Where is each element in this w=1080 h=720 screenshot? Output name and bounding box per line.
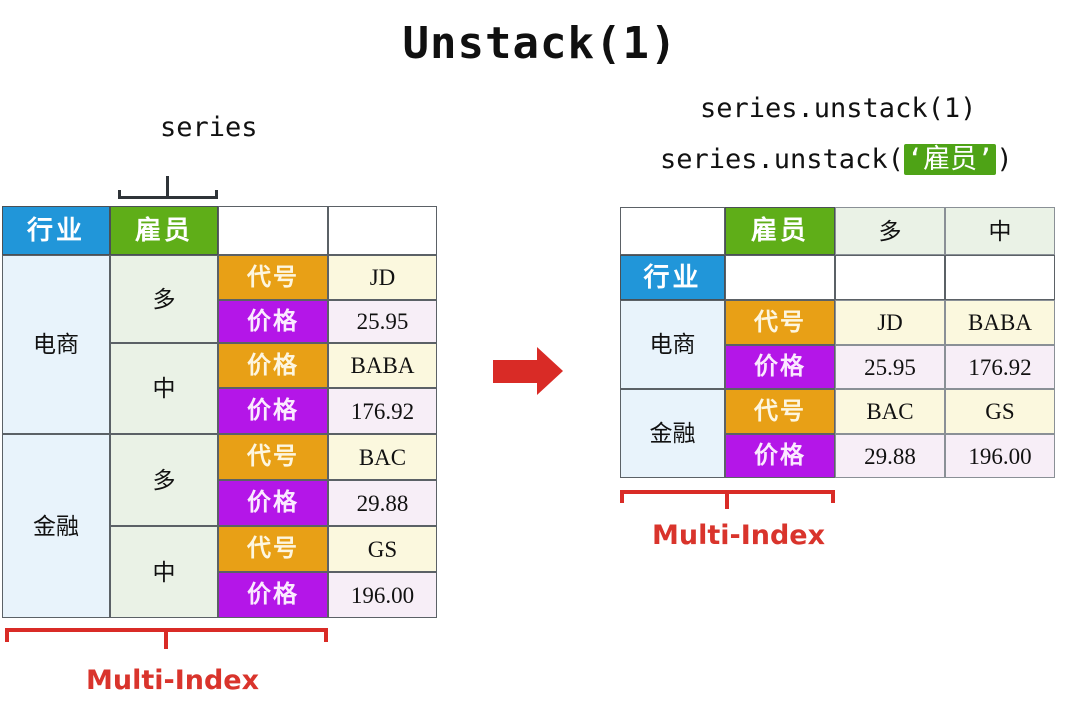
- left-row-value-1: 25.95: [328, 300, 437, 343]
- left-row-label-5: 价格: [218, 480, 328, 526]
- code-line-unstack-index: series.unstack(1): [700, 93, 977, 124]
- left-header-employee: 雇员: [110, 206, 218, 255]
- left-header-blank-1: [218, 206, 328, 255]
- left-row-label-7: 价格: [218, 572, 328, 618]
- right-colheader-value-1: 中: [945, 207, 1055, 255]
- left-row-value-7: 196.00: [328, 572, 437, 618]
- right-industry-cell-0: 电商: [620, 300, 725, 389]
- left-header-industry: 行业: [2, 206, 110, 255]
- series-caption: series: [160, 112, 258, 143]
- right-row-label-1-1: 价格: [725, 434, 835, 478]
- left-row-value-2: BABA: [328, 343, 437, 388]
- right-cell-1-1-0: 29.88: [835, 434, 945, 478]
- left-row-label-0: 代号: [218, 255, 328, 300]
- left-industry-cell-0: 电商: [2, 255, 110, 434]
- right-rowheader-blank-0: [725, 255, 835, 300]
- right-cell-0-0-0: JD: [835, 300, 945, 345]
- right-row-label-0-1: 价格: [725, 345, 835, 389]
- left-row-label-6: 代号: [218, 526, 328, 572]
- multi-index-label-right: Multi-Index: [652, 520, 826, 551]
- right-row-label-1-0: 代号: [725, 389, 835, 434]
- multi-index-label-left: Multi-Index: [86, 665, 260, 696]
- code-prefix: series.unstack(: [660, 144, 904, 175]
- right-cell-1-1-1: 196.00: [945, 434, 1055, 478]
- arrow-head: [537, 347, 563, 395]
- code-arg-highlight: ‘雇员’: [903, 144, 997, 175]
- arrow-shaft: [493, 360, 541, 383]
- left-employee-cell-0-1: 中: [110, 343, 218, 434]
- left-row-value-3: 176.92: [328, 388, 437, 434]
- code-suffix: ): [996, 144, 1013, 175]
- left-row-label-2: 价格: [218, 343, 328, 388]
- right-rowheader-blank-2: [945, 255, 1055, 300]
- code-line-unstack-name: series.unstack(‘雇员’): [660, 137, 1013, 176]
- right-row-label-0-0: 代号: [725, 300, 835, 345]
- right-industry-cell-1: 金融: [620, 389, 725, 478]
- left-employee-cell-0-0: 多: [110, 255, 218, 343]
- left-row-value-5: 29.88: [328, 480, 437, 526]
- right-corner-cell: [620, 207, 725, 255]
- left-industry-cell-1: 金融: [2, 434, 110, 618]
- left-row-label-1: 价格: [218, 300, 328, 343]
- right-rowheader-blank-1: [835, 255, 945, 300]
- right-rowheader-industry: 行业: [620, 255, 725, 300]
- left-employee-cell-1-1: 中: [110, 526, 218, 618]
- right-cell-0-1-0: 25.95: [835, 345, 945, 389]
- left-row-value-0: JD: [328, 255, 437, 300]
- right-cell-0-1-1: 176.92: [945, 345, 1055, 389]
- left-row-value-4: BAC: [328, 434, 437, 480]
- right-colheader-employee: 雇员: [725, 207, 835, 255]
- right-colheader-value-0: 多: [835, 207, 945, 255]
- left-header-blank-2: [328, 206, 437, 255]
- left-row-label-4: 代号: [218, 434, 328, 480]
- right-cell-0-0-1: BABA: [945, 300, 1055, 345]
- left-row-value-6: GS: [328, 526, 437, 572]
- page-title: Unstack(1): [402, 18, 678, 69]
- left-row-label-3: 价格: [218, 388, 328, 434]
- right-cell-1-0-1: GS: [945, 389, 1055, 434]
- right-cell-1-0-0: BAC: [835, 389, 945, 434]
- left-employee-cell-1-0: 多: [110, 434, 218, 526]
